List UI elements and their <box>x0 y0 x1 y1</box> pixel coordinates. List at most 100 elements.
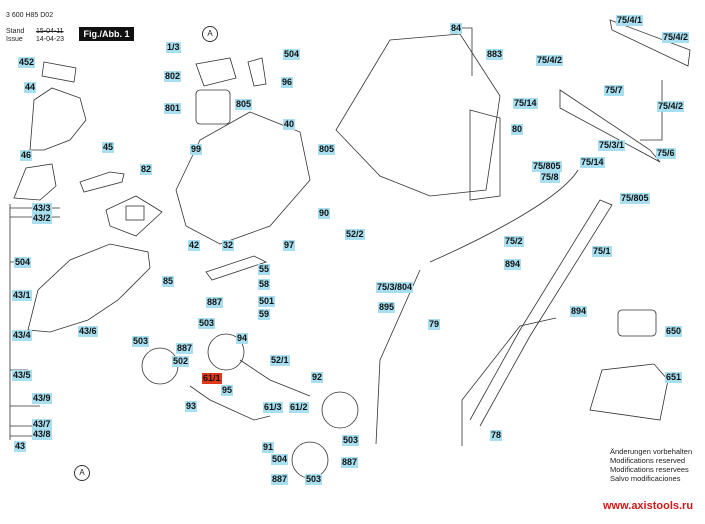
part-label: 94 <box>236 333 249 344</box>
part-label: 75/3/1 <box>598 140 626 151</box>
part-label: 805 <box>235 99 253 110</box>
part-label: 650 <box>665 326 683 337</box>
part-label: 43 <box>14 441 27 452</box>
part-label: 503 <box>305 474 323 485</box>
part-75-1-handle <box>469 199 613 427</box>
part-label: 90 <box>318 208 331 219</box>
bracket-883 <box>460 27 473 76</box>
stand-label: Stand <box>6 28 25 35</box>
part-label: 504 <box>283 49 301 60</box>
part-label: 85 <box>162 276 175 287</box>
note-es: Salvo modificaciones <box>610 474 681 483</box>
figure-label: Fig./Abb. 1 <box>79 27 134 41</box>
part-label: 80 <box>511 124 524 135</box>
part-label: 91 <box>262 442 275 453</box>
reference-marker-a-bottom: A <box>74 465 90 481</box>
part-label: 887 <box>271 474 289 485</box>
part-label: 99 <box>190 144 203 155</box>
modification-notes: Änderungen vorbehalten Modifications res… <box>610 447 692 483</box>
website-link[interactable]: www.axistools.ru <box>603 500 694 512</box>
part-label: 97 <box>283 240 296 251</box>
bracket-75-6 <box>640 80 663 141</box>
part-label: 61/2 <box>289 402 309 413</box>
part-label: 895 <box>378 302 396 313</box>
part-label: 75/4/2 <box>536 55 564 66</box>
part-651-charger <box>589 363 669 421</box>
part-label: 44 <box>24 82 37 93</box>
part-label: 883 <box>486 49 504 60</box>
part-label: 651 <box>665 372 683 383</box>
part-label: 43/1 <box>12 290 32 301</box>
part-label: 52/1 <box>270 355 290 366</box>
part-label: 95 <box>221 385 234 396</box>
document-number: 3 600 H85 D02 <box>6 12 54 19</box>
part-label: 75/4/1 <box>616 15 644 26</box>
part-label: 801 <box>164 103 182 114</box>
part-label: 75/8 <box>540 172 560 183</box>
part-label: 503 <box>132 336 150 347</box>
part-label: 78 <box>490 430 503 441</box>
part-label: 52/2 <box>345 229 365 240</box>
part-label: 82 <box>140 164 153 175</box>
part-label: 59 <box>258 309 271 320</box>
part-label: 887 <box>176 343 194 354</box>
part-label: 96 <box>281 77 294 88</box>
part-label: 75/6 <box>656 148 676 159</box>
part-label: 501 <box>258 296 276 307</box>
part-label: 805 <box>318 144 336 155</box>
part-52-1-axle <box>239 359 311 397</box>
part-label: 43/7 <box>32 419 52 430</box>
part-label: 504 <box>271 454 289 465</box>
part-452-cap <box>41 61 77 83</box>
part-label: 1/3 <box>166 42 181 53</box>
part-55-blade <box>205 255 268 281</box>
part-650-battery <box>617 309 657 337</box>
part-label: 75/7 <box>604 85 624 96</box>
part-label: 75/4/2 <box>657 101 685 112</box>
note-en: Modifications reserved <box>610 456 686 465</box>
part-46-tray <box>13 163 57 201</box>
part-801-motor <box>195 89 231 125</box>
note-de: Änderungen vorbehalten <box>610 447 693 456</box>
part-78-handle <box>461 317 557 446</box>
part-label: 75/14 <box>513 98 538 109</box>
part-43-housing <box>27 243 151 333</box>
part-label: 79 <box>428 319 441 330</box>
part-label: 502 <box>172 356 190 367</box>
part-label: 43/6 <box>78 326 98 337</box>
part-label: 75/805 <box>620 193 650 204</box>
part-label: 43/4 <box>12 330 32 341</box>
wheel-rear-right <box>321 391 359 429</box>
part-45-handle <box>79 171 125 193</box>
part-label: 75/3/804 <box>376 282 414 293</box>
part-44-cover <box>29 87 87 151</box>
part-label: 75/14 <box>580 157 605 168</box>
part-label: 43/8 <box>32 429 52 440</box>
wheel-rear-left <box>291 441 329 479</box>
part-label: 40 <box>283 119 296 130</box>
part-label: 75/805 <box>532 161 562 172</box>
part-label: 46 <box>20 150 33 161</box>
part-label: 75/1 <box>592 246 612 257</box>
part-75-2-cable <box>429 169 579 263</box>
reference-marker-a-top: A <box>202 26 218 42</box>
note-fr: Modifications reservees <box>610 465 689 474</box>
part-label: 43/3 <box>32 203 52 214</box>
part-label: 503 <box>342 435 360 446</box>
part-label: 503 <box>198 318 216 329</box>
part-label: 42 <box>188 240 201 251</box>
part-label: 452 <box>18 57 36 68</box>
part-label: 43/5 <box>12 370 32 381</box>
part-label: 43/2 <box>32 213 52 224</box>
part-96-clip <box>247 57 267 87</box>
bracket-43-group <box>9 204 60 440</box>
part-label: 887 <box>341 457 359 468</box>
part-label: 84 <box>450 23 463 34</box>
part-label-highlighted: 61/1 <box>202 373 222 384</box>
part-label: 92 <box>311 372 324 383</box>
part-82-lid <box>105 195 163 237</box>
part-label: 894 <box>504 259 522 270</box>
part-label: 75/4/2 <box>662 32 690 43</box>
part-40-deck <box>175 111 311 245</box>
